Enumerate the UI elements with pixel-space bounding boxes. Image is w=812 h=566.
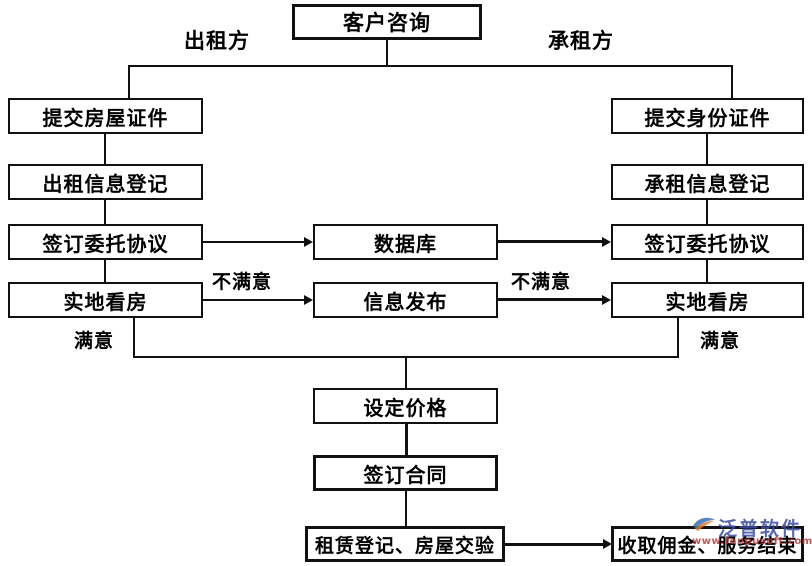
branch-label-lessor-text: 出租方 — [184, 29, 250, 53]
branch-label-lessee-text: 承租方 — [548, 29, 614, 53]
node-label: 提交房屋证件 — [42, 105, 169, 130]
connector-right-1-2 — [706, 134, 708, 164]
node-label: 签订委托协议 — [42, 231, 169, 256]
connector-left-1-2 — [104, 134, 106, 164]
connector-left-3-4 — [104, 260, 106, 282]
arrowhead-to-right-agreement — [602, 237, 611, 247]
connector-right-3-4 — [706, 260, 708, 282]
node-label: 设定价格 — [363, 395, 448, 420]
arrowhead-to-publishing-left — [304, 295, 313, 305]
node-register-tenant-info[interactable]: 承租信息登记 — [611, 164, 804, 200]
connector-database-to-right-agreement — [498, 240, 604, 243]
node-label: 实地看房 — [63, 289, 148, 314]
node-onsite-viewing-right[interactable]: 实地看房 — [611, 282, 804, 318]
edge-label-text: 不满意 — [511, 271, 572, 293]
node-set-price[interactable]: 设定价格 — [313, 388, 498, 424]
connector-contract-to-registration — [405, 491, 407, 526]
connector-left-agreement-to-database — [203, 241, 304, 243]
connector-top-stem — [386, 40, 388, 66]
node-submit-id-documents[interactable]: 提交身份证件 — [611, 98, 804, 134]
connector-right-2-3 — [706, 200, 708, 224]
node-label: 数据库 — [374, 231, 437, 256]
connector-top-bus — [128, 65, 733, 67]
branch-label-lessor: 出租方 — [184, 25, 250, 55]
node-submit-property-documents[interactable]: 提交房屋证件 — [8, 98, 203, 134]
edge-label-right-unsatisfied: 不满意 — [511, 267, 571, 294]
connector-right-satisfied-drop — [677, 318, 679, 358]
connector-merge-to-set-price — [405, 356, 407, 388]
branch-label-lessee: 承租方 — [548, 25, 614, 55]
node-label: 签订委托协议 — [644, 231, 771, 256]
node-collect-commission-service-end[interactable]: 收取佣金、服务结束 — [611, 526, 804, 562]
arrowhead-to-right-viewing — [602, 295, 611, 305]
edge-label-left-unsatisfied: 不满意 — [212, 267, 272, 294]
node-label: 租赁登记、房屋交验 — [314, 534, 495, 557]
edge-label-text: 不满意 — [212, 271, 273, 293]
node-information-publishing[interactable]: 信息发布 — [313, 282, 498, 318]
arrowhead-to-commission — [603, 539, 612, 549]
node-label: 收取佣金、服务结束 — [617, 534, 798, 557]
connector-left-satisfied-drop — [133, 318, 135, 358]
node-label: 签订合同 — [363, 462, 448, 487]
node-customer-consultation[interactable]: 客户咨询 — [292, 4, 482, 40]
node-onsite-viewing-left[interactable]: 实地看房 — [8, 282, 203, 318]
edge-label-text: 满意 — [700, 330, 741, 352]
node-sign-entrustment-agreement-right[interactable]: 签订委托协议 — [611, 224, 804, 260]
node-lease-registration-handover[interactable]: 租赁登记、房屋交验 — [305, 526, 505, 562]
edge-label-text: 满意 — [74, 330, 115, 352]
node-label: 出租信息登记 — [42, 171, 169, 196]
edge-label-right-satisfied: 满意 — [700, 326, 740, 353]
node-label: 提交身份证件 — [644, 105, 771, 130]
connector-publishing-to-right-viewing — [498, 298, 604, 301]
node-label: 实地看房 — [665, 289, 750, 314]
node-label: 承租信息登记 — [644, 171, 771, 196]
connector-top-to-left — [128, 65, 130, 98]
connector-top-to-right — [731, 65, 733, 98]
arrowhead-to-database-left — [304, 237, 313, 247]
connector-left-2-3 — [104, 200, 106, 224]
node-sign-contract[interactable]: 签订合同 — [313, 455, 498, 491]
node-sign-entrustment-agreement-left[interactable]: 签订委托协议 — [8, 224, 203, 260]
node-label: 客户咨询 — [343, 11, 431, 35]
node-label: 信息发布 — [363, 289, 448, 314]
node-register-rental-info[interactable]: 出租信息登记 — [8, 164, 203, 200]
connector-price-to-contract — [405, 424, 408, 455]
node-database[interactable]: 数据库 — [313, 224, 498, 260]
connector-registration-to-commission — [505, 543, 605, 546]
edge-label-left-satisfied: 满意 — [74, 326, 114, 353]
connector-left-viewing-to-publishing — [203, 299, 304, 301]
